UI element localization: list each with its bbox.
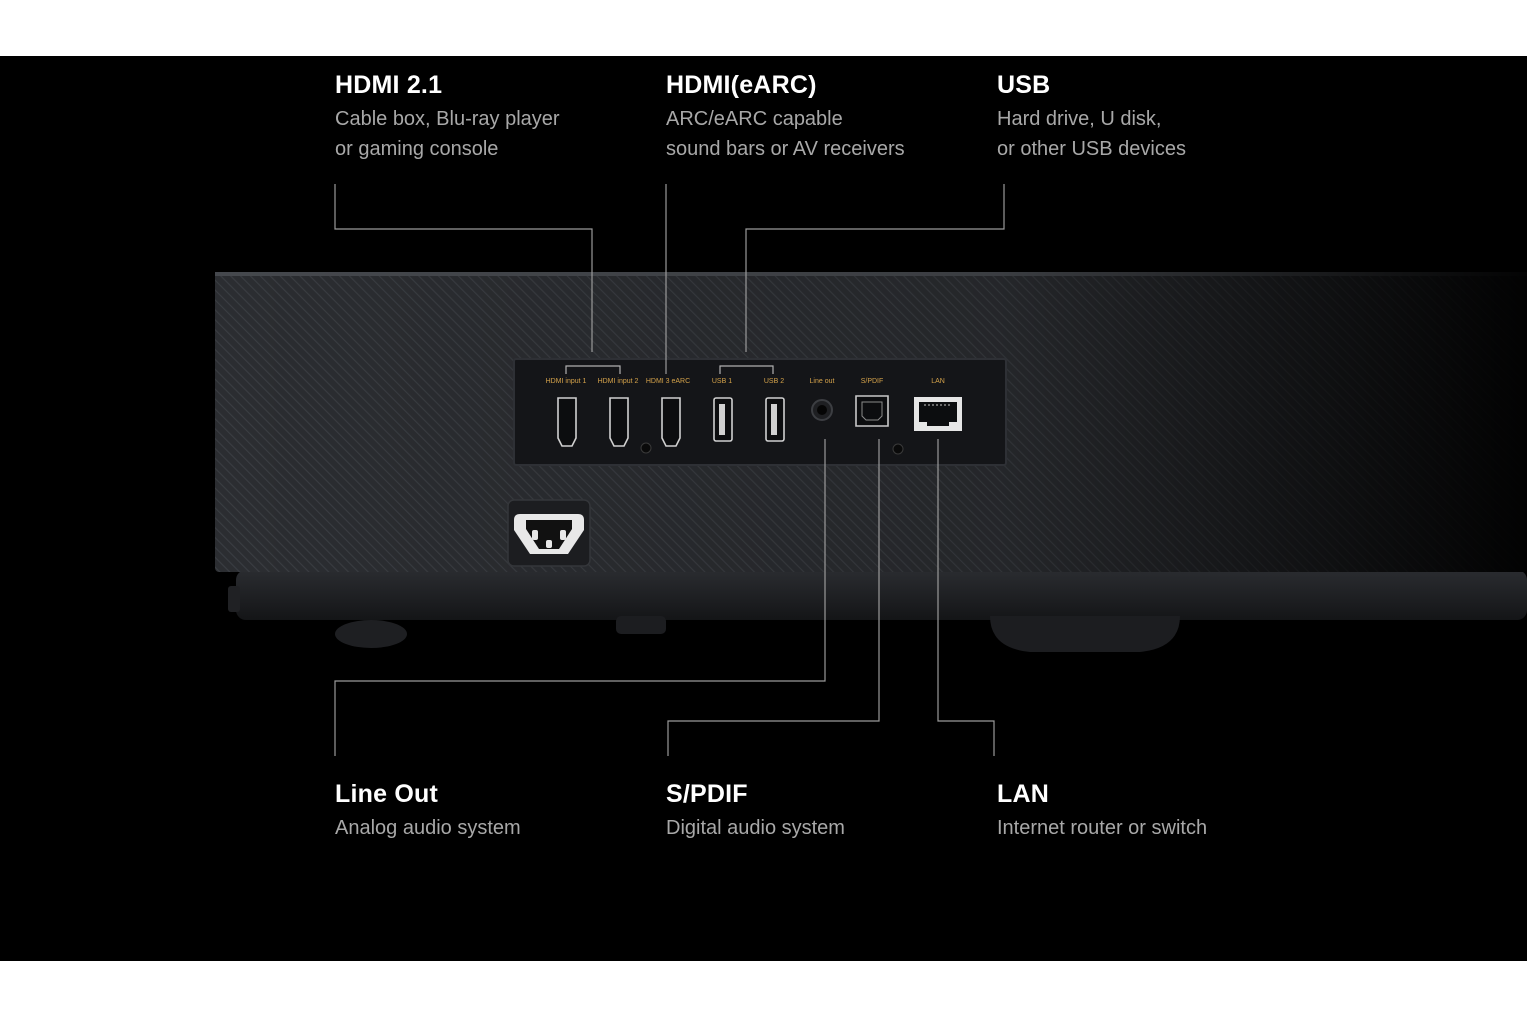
callout-description: Cable box, Blu-ray player or gaming cons… <box>335 104 560 164</box>
usb-port-2 <box>765 397 785 442</box>
description-line: Analog audio system <box>335 817 521 839</box>
description-line: Hard drive, U disk, <box>997 108 1162 130</box>
callout-description: Internet router or switch <box>997 813 1207 843</box>
product-ports-stage: HDMI input 1 HDMI input 2 HDMI 3 eARC US… <box>0 56 1527 961</box>
callout-description: ARC/eARC capable sound bars or AV receiv… <box>666 104 905 164</box>
connector-line-lan <box>937 439 995 756</box>
callout-title: LAN <box>997 780 1049 808</box>
spdif-port <box>855 395 889 427</box>
callout-title: HDMI 2.1 <box>335 71 443 99</box>
callout-hdmi-earc: HDMI(eARC) ARC/eARC capable sound bars o… <box>666 70 905 164</box>
projector-illustration: HDMI input 1 HDMI input 2 HDMI 3 eARC US… <box>215 184 1527 756</box>
panel-label-usb2: USB 2 <box>764 378 784 385</box>
callout-description: Analog audio system <box>335 813 521 843</box>
callout-usb: USB Hard drive, U disk, or other USB dev… <box>997 70 1186 164</box>
description-line: or other USB devices <box>997 138 1186 160</box>
callout-title: USB <box>997 71 1051 99</box>
connector-line-line-out <box>334 439 826 756</box>
callout-line-out: Line Out Analog audio system <box>335 779 521 843</box>
panel-label-usb1: USB 1 <box>712 378 732 385</box>
projector-base <box>228 570 1527 652</box>
connector-line-usb <box>745 184 1005 352</box>
panel-label-hdmi3: HDMI 3 eARC <box>646 378 690 385</box>
io-panel: HDMI input 1 HDMI input 2 HDMI 3 eARC US… <box>513 358 1007 466</box>
description-line: ARC/eARC capable <box>666 108 843 130</box>
usb-port-1 <box>713 397 733 442</box>
panel-label-lan: LAN <box>931 378 945 385</box>
lan-port <box>914 397 962 431</box>
panel-label-lineout: Line out <box>810 378 835 385</box>
callout-description: Hard drive, U disk, or other USB devices <box>997 104 1186 164</box>
callout-title: S/PDIF <box>666 780 748 808</box>
callout-description: Digital audio system <box>666 813 845 843</box>
callout-spdif: S/PDIF Digital audio system <box>666 779 845 843</box>
callout-title: HDMI(eARC) <box>666 71 817 99</box>
description-line: Digital audio system <box>666 817 845 839</box>
connector-line-hdmi21 <box>334 184 593 352</box>
hdmi-port-2 <box>609 397 629 447</box>
callout-hdmi21: HDMI 2.1 Cable box, Blu-ray player or ga… <box>335 70 560 164</box>
callout-title: Line Out <box>335 780 438 808</box>
connector-line-spdif <box>667 439 880 756</box>
power-inlet <box>507 499 591 567</box>
callout-lan: LAN Internet router or switch <box>997 779 1207 843</box>
description-line: sound bars or AV receivers <box>666 138 905 160</box>
line-out-jack <box>811 399 833 421</box>
description-line: or gaming console <box>335 138 499 160</box>
description-line: Internet router or switch <box>997 817 1208 839</box>
screw-hole <box>640 442 652 454</box>
panel-label-spdif: S/PDIF <box>861 378 884 385</box>
screw-hole <box>892 443 904 455</box>
description-line: Cable box, Blu-ray player <box>335 108 560 130</box>
connector-lines <box>334 184 1005 756</box>
hdmi-port-3 <box>661 397 681 447</box>
hdmi-port-1 <box>557 397 577 447</box>
panel-label-hdmi1: HDMI input 1 <box>546 378 587 385</box>
panel-label-hdmi2: HDMI input 2 <box>598 378 639 385</box>
